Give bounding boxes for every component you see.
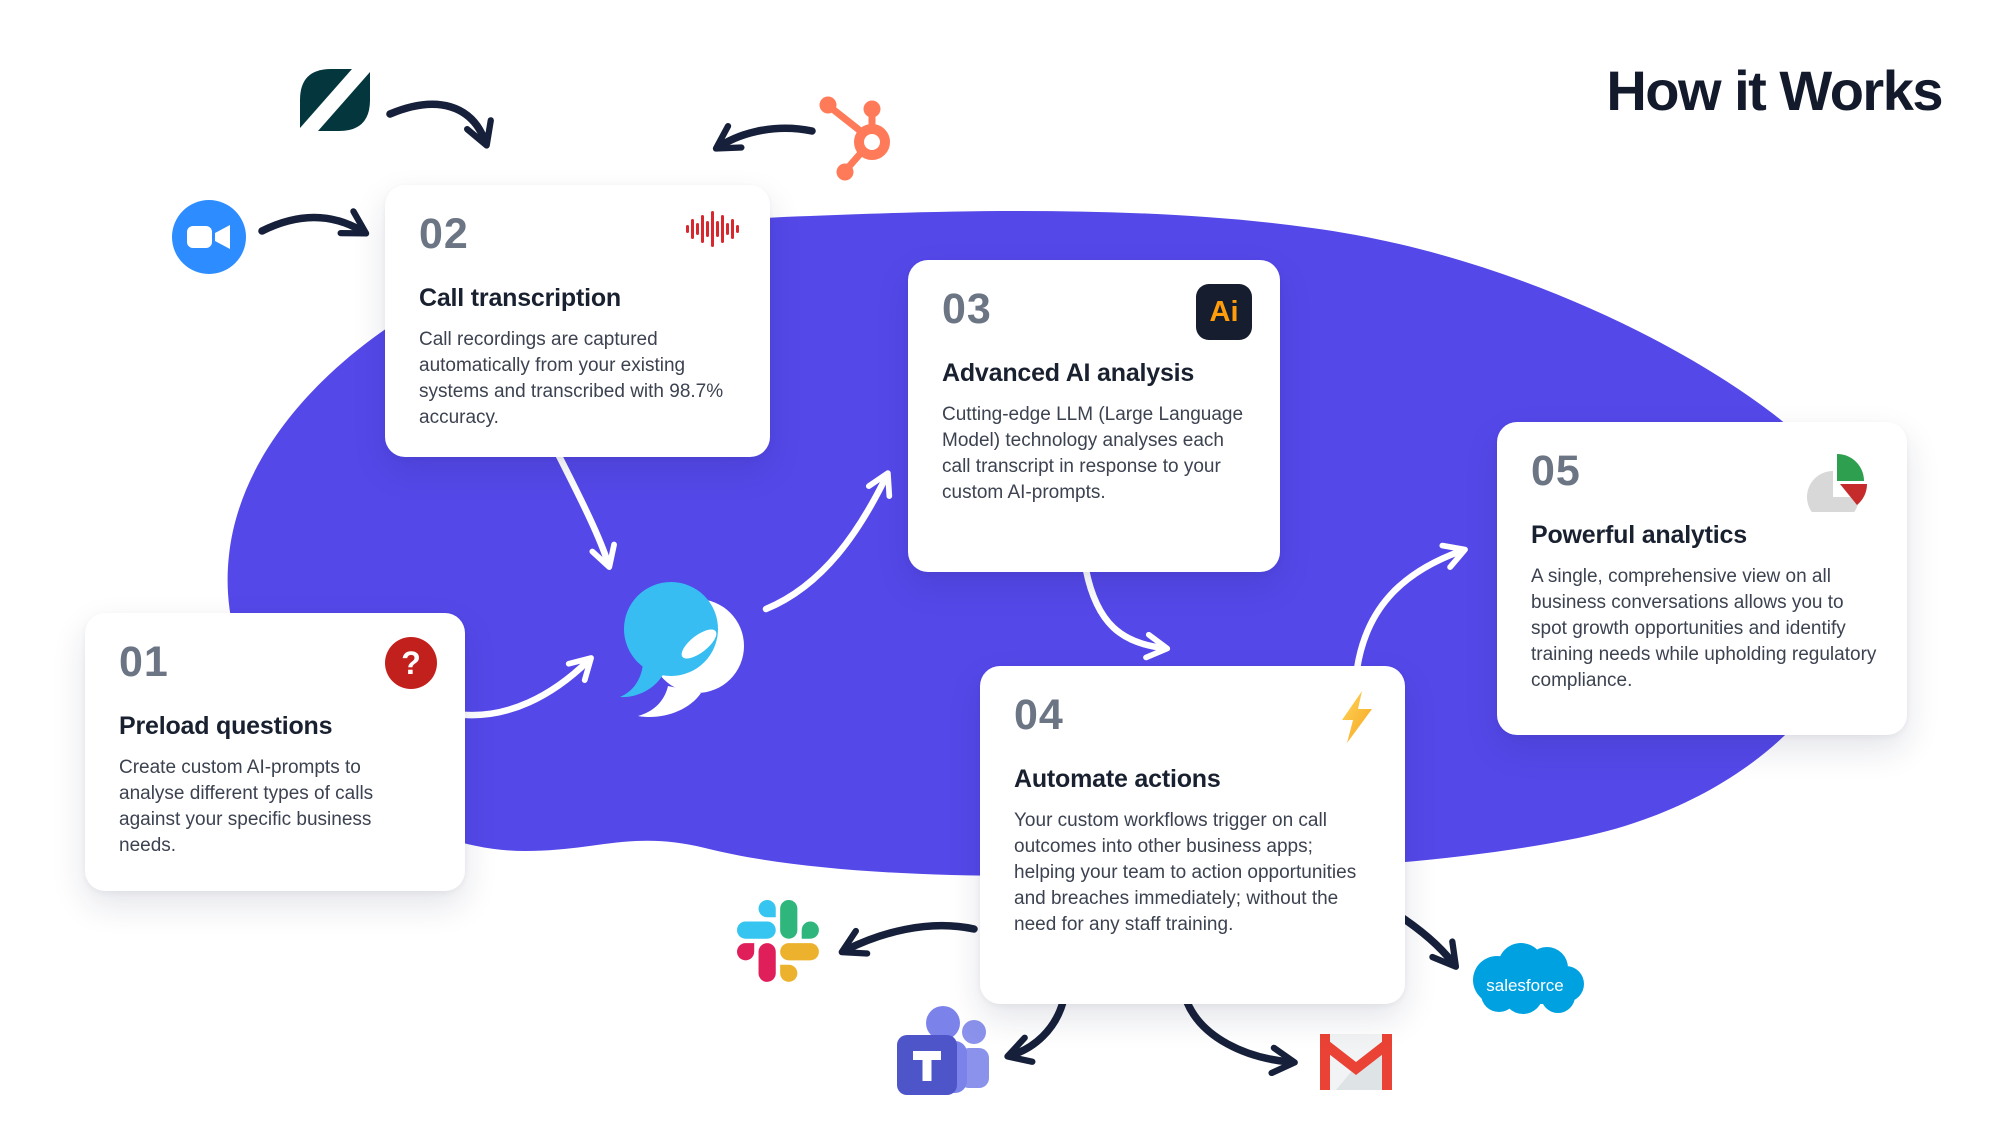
step-body: Call recordings are captured automatical… bbox=[419, 329, 724, 428]
step-heading: Automate actions bbox=[1014, 765, 1221, 793]
arrow-step2-to-center bbox=[553, 448, 617, 570]
lightning-bolt-icon bbox=[1337, 690, 1377, 749]
chat-bubble-logo bbox=[620, 582, 744, 718]
step-card-3: 03 Ai Advanced AI analysis Cutting-edge … bbox=[908, 260, 1280, 572]
audio-waveform-icon bbox=[686, 209, 742, 254]
question-mark-icon: ? bbox=[385, 637, 437, 689]
salesforce-logo: salesforce bbox=[1473, 943, 1584, 1014]
step-body: A single, comprehensive view on all busi… bbox=[1531, 566, 1877, 691]
step-number: 04 bbox=[1014, 691, 1064, 739]
arrow-zoom-to-step2 bbox=[258, 208, 370, 237]
step-number: 05 bbox=[1531, 447, 1581, 495]
step-card-4: 04 Automate actions Your custom workflow… bbox=[980, 666, 1405, 1004]
step-heading: Powerful analytics bbox=[1531, 521, 1747, 549]
step-body: Cutting-edge LLM (Large Language Model) … bbox=[942, 404, 1244, 503]
step-card-2: 02 Call transcription Call re bbox=[385, 185, 770, 457]
page-title: How it Works bbox=[1606, 59, 1943, 122]
zendesk-logo bbox=[300, 69, 370, 131]
step-number: 01 bbox=[119, 638, 169, 686]
slack-logo bbox=[737, 900, 819, 982]
salesforce-wordmark: salesforce bbox=[1486, 976, 1563, 995]
arrow-step4-to-slack bbox=[838, 921, 978, 957]
arrow-step4-to-gmail bbox=[1183, 998, 1298, 1077]
step-card-5: 05 Powerful analytics A single, comprehe… bbox=[1497, 422, 1907, 735]
arrow-step4-to-teams bbox=[1004, 998, 1067, 1065]
step-heading: Call transcription bbox=[419, 284, 621, 312]
arrow-step1-to-center bbox=[451, 655, 594, 719]
step-number: 03 bbox=[942, 285, 992, 333]
arrow-center-to-step3 bbox=[762, 470, 893, 613]
hubspot-logo bbox=[819, 96, 890, 181]
gmail-logo bbox=[1320, 1034, 1392, 1090]
step-body: Create custom AI-prompts to analyse diff… bbox=[119, 757, 374, 856]
arrow-step4-to-step5 bbox=[1353, 542, 1468, 673]
microsoft-teams-logo bbox=[897, 1006, 989, 1095]
arrow-step3-to-step4 bbox=[1082, 566, 1171, 661]
pie-chart-icon bbox=[1807, 446, 1879, 523]
zoom-logo bbox=[172, 200, 246, 274]
ai-badge-icon: Ai bbox=[1196, 284, 1252, 340]
step-card-1: 01 ? Preload questions Create custom AI-… bbox=[85, 613, 465, 891]
step-number: 02 bbox=[419, 210, 469, 258]
arrow-hubspot-to-step2 bbox=[712, 122, 816, 152]
step-body: Your custom workflows trigger on call ou… bbox=[1014, 810, 1357, 935]
step-heading: Preload questions bbox=[119, 712, 333, 740]
arrow-zendesk-to-step2 bbox=[386, 100, 494, 149]
step-heading: Advanced AI analysis bbox=[942, 359, 1195, 387]
